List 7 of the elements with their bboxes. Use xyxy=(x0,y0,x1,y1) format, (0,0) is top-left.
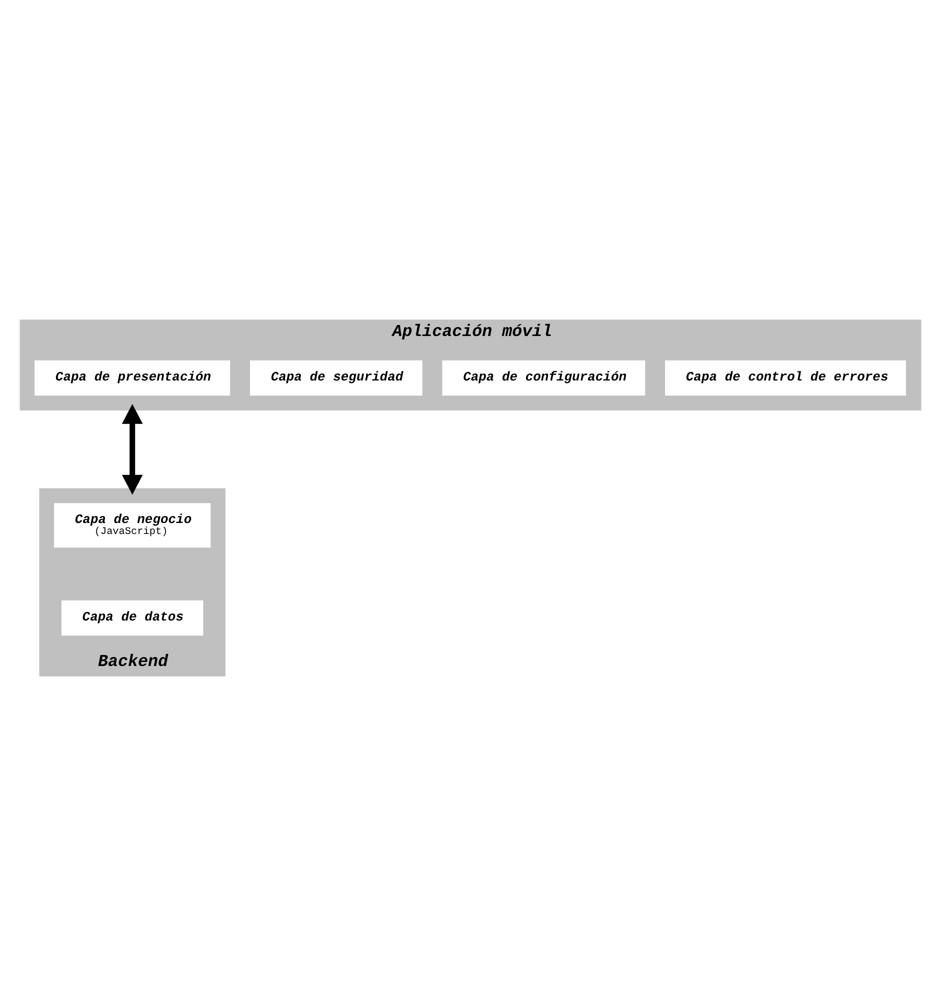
node-box: Capa de seguridad xyxy=(250,360,422,396)
node-box: Capa de configuración xyxy=(442,360,646,396)
arrow xyxy=(122,404,143,494)
node-box: Capa de presentación xyxy=(34,360,230,396)
node-box: Capa de negocio (JavaScript) xyxy=(54,502,211,548)
node-box: Capa de control de errores xyxy=(665,360,906,396)
node-box: Capa de datos xyxy=(61,600,204,636)
